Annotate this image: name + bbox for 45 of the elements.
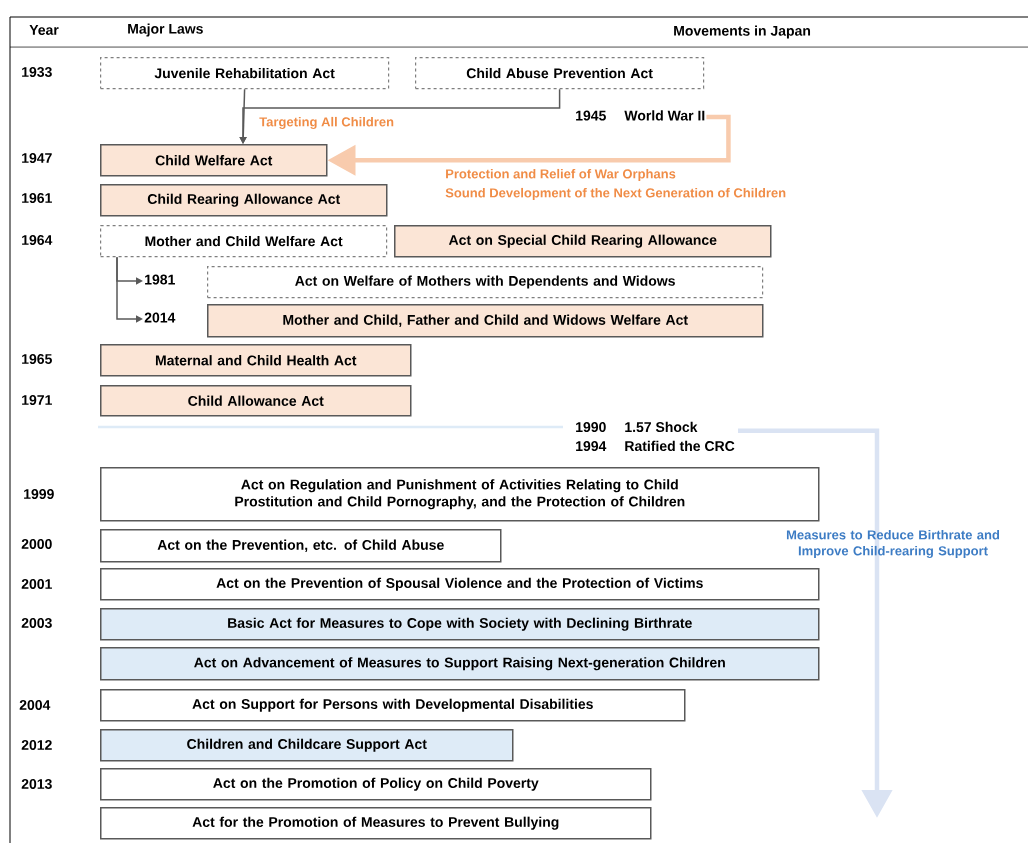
law-box: Act on Support for Persons with Developmental Disabilities xyxy=(100,689,686,722)
year-label: 2003 xyxy=(21,618,52,628)
law-box: Juvenile Rehabilitation Act xyxy=(100,57,390,90)
law-box: Mother and Child Welfare Act xyxy=(100,225,388,258)
year-label: 2004 xyxy=(19,700,51,710)
note-text: Sound Development of the Next Generation of Children xyxy=(445,187,786,201)
edge-label: Targeting All Children xyxy=(259,116,394,130)
year-label: 1965 xyxy=(22,354,52,364)
law-box: Act on Advancement of Measures to Support Raising Next-generation Children xyxy=(100,647,820,681)
law-box: Act on Welfare of Mothers with Dependents and Widows xyxy=(207,266,764,299)
column-header: Year xyxy=(29,25,59,35)
law-box: Child Rearing Allowance Act xyxy=(100,184,388,217)
edge-label: Protection and Relief of War Orphans xyxy=(446,168,676,182)
year-label: 1947 xyxy=(22,153,52,163)
event-text: 1945 World War II xyxy=(576,110,705,121)
law-box: Maternal and Child Health Act xyxy=(100,344,412,377)
law-box: Act on the Promotion of Policy on Child Poverty xyxy=(100,768,652,801)
column-header: Movements in Japan xyxy=(674,25,810,39)
law-box: Act on the Prevention, etc. of Child Abuse xyxy=(100,529,502,563)
law-box: Children and Childcare Support Act xyxy=(100,729,514,762)
law-box: Act on the Prevention of Spousal Violence and the Protection of Victims xyxy=(100,568,820,601)
year-label: 1971 xyxy=(22,395,52,405)
law-box: Basic Act for Measures to Cope with Society with Declining Birthrate xyxy=(100,608,820,641)
arrow xyxy=(239,88,561,144)
year-label: 1964 xyxy=(22,235,53,245)
event-text: 1990 1.57 Shock 1994 Ratified the CRC xyxy=(576,421,735,452)
year-label: 1999 xyxy=(24,489,54,499)
year-label: 1933 xyxy=(22,67,52,77)
law-box: Child Allowance Act xyxy=(100,385,412,417)
law-box: Act on Regulation and Punishment of Activities Relating to Child Prostitution and Child Pornography, and the Protection of Children xyxy=(100,467,820,522)
law-box: Act on Special Child Rearing Allowance xyxy=(394,225,772,258)
year-label: 2012 xyxy=(21,740,52,750)
event-text: 2014 xyxy=(144,312,176,323)
year-label: 1961 xyxy=(22,193,52,203)
arrow xyxy=(116,256,143,323)
year-label: 2013 xyxy=(21,779,52,789)
edge-label: Measures to Reduce Birthrate and Improve Child-rearing Support xyxy=(786,529,1000,559)
event-text: 1981 xyxy=(145,274,175,285)
law-box: Child Abuse Prevention Act xyxy=(415,57,705,90)
column-header: Major Laws xyxy=(128,23,203,37)
year-label: 2001 xyxy=(21,579,52,589)
law-box: Child Welfare Act xyxy=(100,144,328,177)
law-box: Act for the Promotion of Measures to Prevent Bullying xyxy=(100,807,652,840)
year-label: 2000 xyxy=(21,539,52,549)
law-box: Mother and Child, Father and Child and Widows Welfare Act xyxy=(207,304,764,338)
